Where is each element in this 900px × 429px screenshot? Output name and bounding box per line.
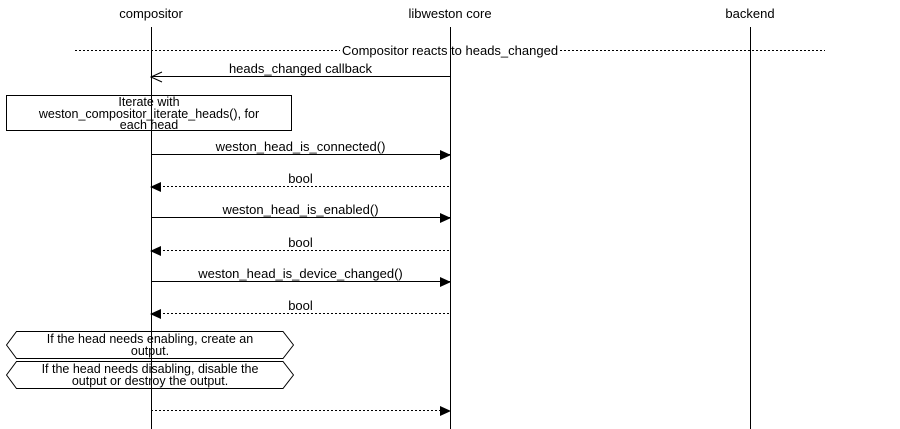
message-line	[151, 154, 450, 155]
message-line	[151, 281, 450, 282]
filled-arrowhead-left-icon	[150, 246, 161, 256]
message-line-dotted	[151, 250, 450, 251]
filled-arrowhead-right-icon	[440, 213, 451, 223]
lifeline-libweston-core	[450, 27, 451, 429]
lifeline-compositor	[151, 27, 152, 429]
message-heads-changed-callback: heads_changed callback	[150, 60, 450, 83]
message-label: weston_head_is_device_changed()	[198, 266, 403, 281]
note-line: Iterate with	[118, 95, 180, 109]
lifeline-backend	[750, 27, 751, 429]
message-weston-head-is-device-changed: weston_head_is_device_changed()	[151, 265, 451, 287]
message-line-dotted	[151, 313, 450, 314]
message-label: weston_head_is_enabled()	[222, 202, 379, 217]
filled-arrowhead-left-icon	[150, 309, 161, 319]
message-label: heads_changed callback	[228, 61, 373, 76]
message-line	[151, 217, 450, 218]
note-head-needs-disabling: If the head needs disabling, disable the…	[6, 361, 294, 389]
note-line: output.	[130, 344, 170, 358]
message-weston-head-is-enabled: weston_head_is_enabled()	[151, 201, 451, 223]
participant-label-libweston-core: libweston core	[408, 6, 492, 21]
hexagon-outline-icon	[6, 361, 294, 389]
message-label: bool	[288, 298, 313, 313]
message-unlabeled-return	[151, 394, 451, 416]
note-head-needs-enabling: If the head needs enabling, create an ou…	[6, 331, 294, 359]
divider: Compositor reacts to heads_changed	[75, 42, 826, 58]
note-line: weston_compositor_iterate_heads(), for	[38, 106, 260, 121]
message-bool-return-3: bool	[150, 297, 450, 319]
participant-label-compositor: compositor	[119, 6, 183, 21]
message-label: bool	[288, 171, 313, 186]
note-line: If the head needs enabling, create an	[46, 331, 254, 346]
divider-label: Compositor reacts to heads_changed	[341, 42, 559, 58]
filled-arrowhead-right-icon	[440, 406, 451, 416]
filled-arrowhead-right-icon	[440, 277, 451, 287]
filled-arrowhead-right-icon	[440, 150, 451, 160]
message-label: weston_head_is_connected()	[215, 139, 386, 154]
filled-arrowhead-left-icon	[150, 182, 161, 192]
divider-dotted-line-left	[75, 49, 340, 51]
message-label: bool	[288, 235, 313, 250]
message-bool-return-1: bool	[150, 170, 450, 192]
open-arrowhead-left-icon	[150, 71, 163, 83]
participant-label-backend: backend	[725, 6, 775, 21]
note-line: output or destroy the output.	[71, 374, 229, 388]
message-weston-head-is-connected: weston_head_is_connected()	[151, 138, 451, 160]
message-line	[151, 76, 450, 77]
message-bool-return-2: bool	[150, 234, 450, 256]
note-line: If the head needs disabling, disable the	[41, 361, 259, 376]
message-line-dotted	[151, 186, 450, 187]
note-iterate-heads: Iterate with weston_compositor_iterate_h…	[6, 95, 292, 131]
note-line: each head	[119, 118, 179, 132]
message-line-dotted	[151, 410, 450, 411]
hexagon-outline-icon	[6, 331, 294, 359]
divider-dotted-line-right	[560, 49, 826, 51]
